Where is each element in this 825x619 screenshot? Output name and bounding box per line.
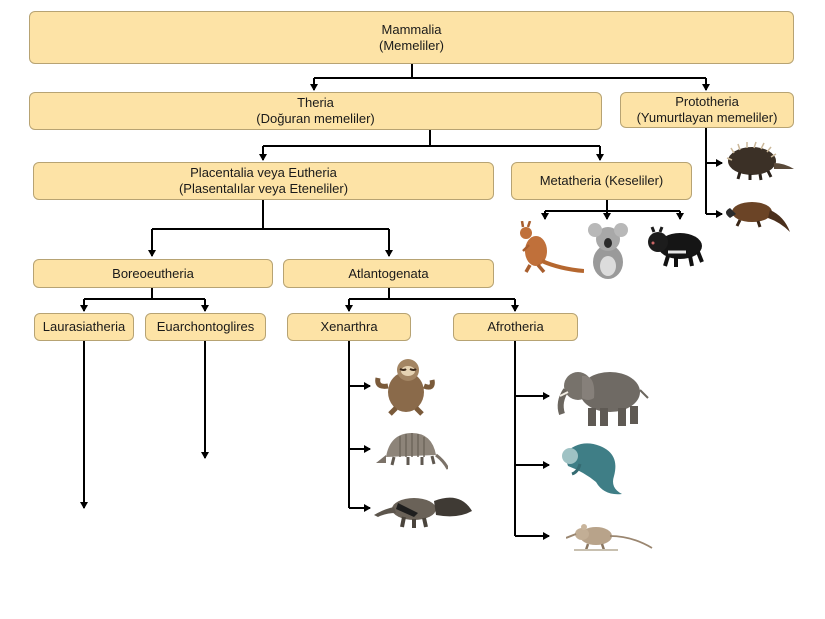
elephant-icon: [557, 372, 649, 426]
koala-icon: [588, 223, 628, 279]
node-prototheria: Prototheria (Yumurtlayan memeliler): [620, 92, 794, 128]
sloth-icon: [375, 359, 435, 416]
tasmanian-devil-icon: [648, 226, 704, 267]
node-prototheria-sub: (Yumurtlayan memeliler): [636, 110, 778, 125]
node-laurasiatheria: Laurasiatheria: [34, 313, 134, 341]
node-placentalia-name: Placentalia veya Eutheria: [190, 165, 337, 180]
node-boreoeutheria: Boreoeutheria: [33, 259, 273, 288]
node-placentalia-sub: (Plasentalılar veya Eteneliler): [178, 181, 349, 196]
node-euarchontoglires: Euarchontoglires: [145, 313, 266, 341]
node-xenarthra-name: Xenarthra: [320, 319, 378, 334]
node-theria-sub: (Doğuran memeliler): [256, 111, 375, 126]
node-euarchontoglires-name: Euarchontoglires: [156, 319, 255, 334]
node-mammalia-name: Mammalia: [381, 21, 442, 37]
node-mammalia: Mammalia (Memeliler): [29, 11, 794, 64]
platypus-icon: [726, 202, 790, 232]
elephant-shrew-icon: [566, 524, 653, 551]
node-theria-name: Theria: [297, 95, 334, 110]
node-atlantogenata-name: Atlantogenata: [348, 265, 429, 281]
node-laurasiatheria-name: Laurasiatheria: [42, 319, 126, 334]
node-theria: Theria (Doğuran memeliler): [29, 92, 602, 130]
node-mammalia-sub: (Memeliler): [379, 37, 444, 53]
node-atlantogenata: Atlantogenata: [283, 259, 494, 288]
node-afrotheria: Afrotheria: [453, 313, 578, 341]
armadillo-icon: [376, 433, 448, 470]
node-afrotheria-name: Afrotheria: [487, 319, 544, 334]
node-prototheria-name: Prototheria: [675, 94, 739, 109]
manatee-icon: [562, 443, 622, 495]
node-metatheria-name: Metatheria (Keseliler): [539, 173, 664, 188]
node-placentalia: Placentalia veya Eutheria (Plasentalılar…: [33, 162, 494, 200]
anteater-icon: [374, 497, 472, 528]
kangaroo-icon: [520, 221, 584, 273]
node-metatheria: Metatheria (Keseliler): [511, 162, 692, 200]
echidna-icon: [726, 141, 794, 181]
node-xenarthra: Xenarthra: [287, 313, 411, 341]
node-boreoeutheria-name: Boreoeutheria: [112, 265, 194, 281]
